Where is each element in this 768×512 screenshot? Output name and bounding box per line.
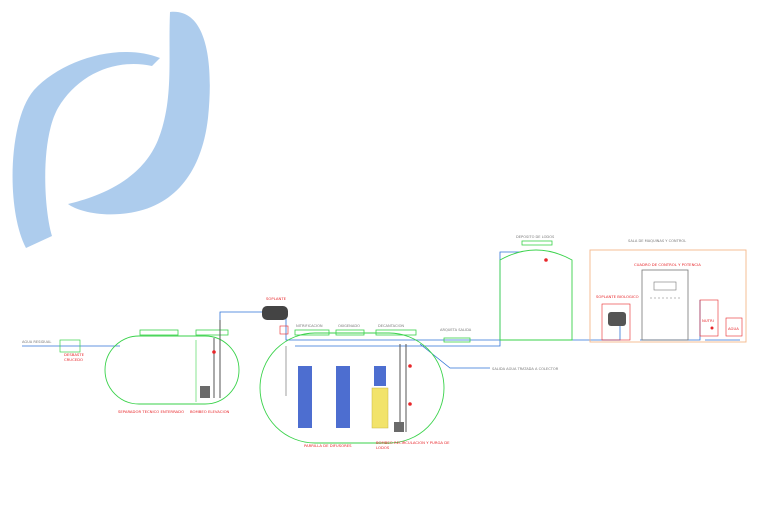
- bombeo-elevacion-label: BOMBEO ELEVACION: [190, 409, 230, 414]
- tank-lodos: DEPOSITO DE LODOS: [499, 235, 573, 341]
- diffuser-column: [336, 366, 350, 428]
- level-sensor-icon: [544, 258, 548, 262]
- level-sensor-icon: [408, 402, 412, 406]
- soplante-biologico-label: SOPLANTE BIOLOGICO: [596, 294, 639, 299]
- arqueta-salida: ARQUETA SALIDA SALIDA AGUA TRATADA A COL…: [440, 328, 559, 371]
- agua-residual-label: AGUA RESIDUAL: [22, 340, 51, 344]
- pump-icon: [394, 422, 404, 432]
- level-sensor-icon: [710, 326, 714, 330]
- nitrificacion-label: NITRIFICACION: [296, 324, 323, 328]
- pipes: [219, 251, 740, 369]
- blower-icon: [608, 312, 626, 326]
- sala-maquinas: SALA DE MAQUINAS Y CONTROL CUADRO DE CON…: [589, 239, 747, 343]
- cuadro-control-label: CUADRO DE CONTROL Y POTENCIA: [634, 262, 701, 267]
- pump-icon: [200, 386, 210, 398]
- control-panel: [641, 269, 689, 341]
- logo-icon: [12, 11, 210, 248]
- separador-label: SEPARADOR TECNICO ENTERRADO: [118, 409, 184, 414]
- diffuser-column: [298, 366, 312, 428]
- level-sensor-icon: [212, 350, 216, 354]
- soplante-top-label: SOPLANTE: [266, 296, 287, 301]
- sala-maquinas-label: SALA DE MAQUINAS Y CONTROL: [628, 239, 686, 243]
- nutri-label: NUTRI: [702, 318, 714, 323]
- agua-label: AGUA: [728, 326, 739, 331]
- decantacion-label: DECANTACION: [378, 324, 404, 328]
- arqueta-salida-label: ARQUETA SALIDA: [440, 328, 472, 332]
- deposito-lodos-label: DEPOSITO DE LODOS: [516, 235, 555, 239]
- tank-biologico: NITRIFICACION OXIGENADO DECANTACION PARR…: [259, 324, 450, 450]
- salida-agua-label: SALIDA AGUA TRATADA A COLECTOR: [492, 367, 559, 371]
- tank-separador: SEPARADOR TECNICO ENTERRADO BOMBEO ELEVA…: [104, 320, 240, 414]
- level-sensor-icon: [408, 364, 412, 368]
- filter-column: [371, 387, 389, 429]
- parrilla-label: PARRILLA DE DIFUSORES: [304, 443, 352, 448]
- diffuser-column: [374, 366, 386, 386]
- oxigenado-label: OXIGENADO: [338, 324, 360, 328]
- blower-icon: SOPLANTE: [262, 296, 289, 335]
